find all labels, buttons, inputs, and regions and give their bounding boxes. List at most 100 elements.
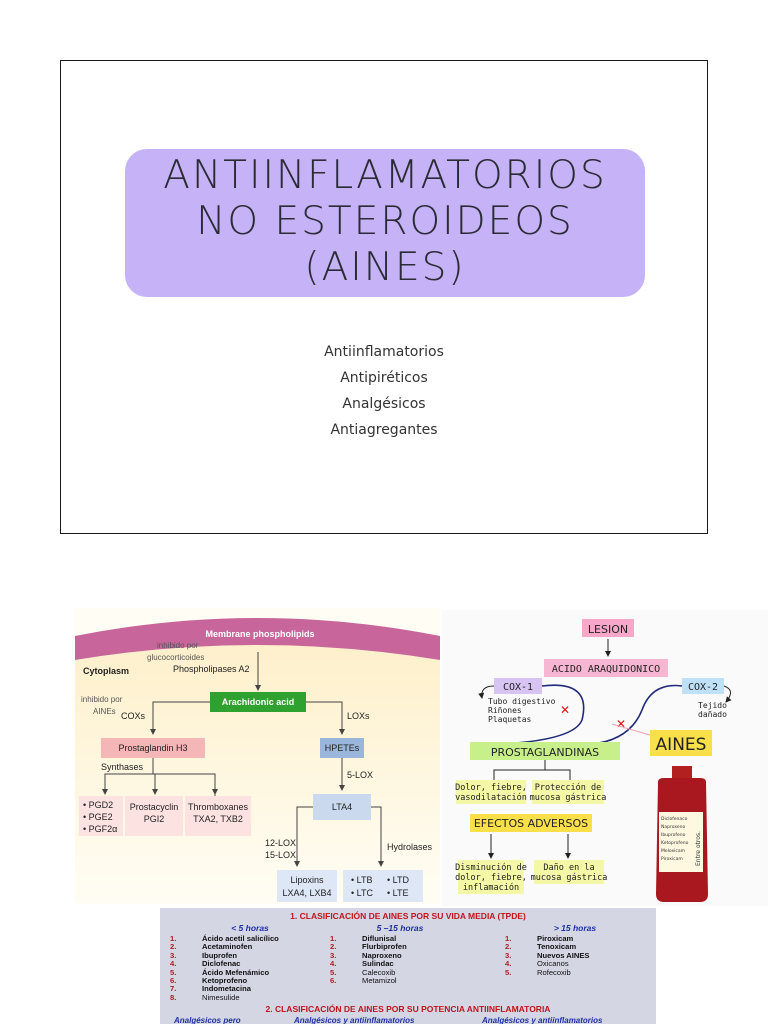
prostaglandinas-highlight [470,742,620,760]
table-row: 1.Piroxicam [505,934,574,943]
notes-diagram: LESION ACIDO ARAQUIDONICO COX-1 Tubo dig… [455,619,732,902]
hydrolases-label: Hydrolases [387,842,433,852]
subtitle-item: Antiinflamatorios [324,344,444,360]
bottle-item: Ibuprofeno [661,832,686,838]
disminucion-label-1: Disminución de [455,862,527,873]
inhib-gluco-label-2: glucocorticoides [147,653,204,662]
inhib-aines-label-2: AINEs [93,707,116,716]
table-row: 2.Tenoxicam [505,942,577,952]
table-row: 5.Calecoxib [330,967,396,977]
lesion-highlight [582,619,634,637]
hpetes-box [320,738,364,758]
arachidonic-pathway-figure: Membrane phospholipids inhibido por gluc… [75,608,440,904]
table-heading-1: 1. CLASIFICACIÓN DE AINES POR SU VIDA ME… [290,911,526,921]
cox2-label: COX-2 [688,682,718,693]
table-heading-2: 2. CLASIFICACIÓN DE AINES POR SU POTENCI… [265,1004,551,1014]
title-card: ANTIINFLAMATORIOS NO ESTEROIDEOS (AINES)… [60,60,708,534]
pge2-label: • PGE2 [83,812,113,822]
efectos-label: EFECTOS ADVERSOS [474,817,588,830]
inhib-aines-label-1: inhibido por [81,695,123,704]
table-row: 5.Ácido Mefenámico [170,967,270,977]
lta4-box [313,794,371,820]
cox2-item: dañado [698,710,727,719]
dolor-label-2: vasodilatación [455,792,527,803]
subtitle-list: Antiinflamatorios Antipiréticos Analgési… [61,339,707,443]
proteccion-label-2: mucosa gástrica [530,793,607,803]
loxs-label: LOXs [347,711,370,721]
proteccion-highlight [532,780,604,804]
txa-label: TXA2, TXB2 [193,814,243,824]
membrane-label: Membrane phospholipids [205,629,314,639]
half-life-column-short: < 5 horas 1.Ácido acetil salicílico 2.Ac… [170,923,330,1002]
arachidonic-acid-box [210,692,306,712]
proteccion-label-1: Protección de [535,782,602,793]
lox15-label: 15-LOX [265,850,296,860]
entre-otros-label: Entre otros. [695,831,702,866]
table-row: 4.Sulindac [330,959,394,969]
table-row: 7.Indometacina [170,984,251,994]
column-header: > 15 horas [553,923,597,933]
half-life-column-long: > 15 horas 1.Piroxicam 2.Tenoxicam 3.Nue… [505,923,645,977]
bottle-item: Meloxicam [661,848,685,854]
dano-highlight [534,860,604,884]
thromboxanes-box [185,796,251,836]
disminucion-label-2: dolor, fiebre, [455,873,527,883]
lipoxins-label: Lipoxins [290,875,324,885]
pgd2-label: • PGD2 [83,800,113,810]
pgi2-label: PGI2 [144,814,165,824]
potency-subheader: Analgésicos y antiinflamatorios [482,1016,603,1024]
cox1-item: Riñones [488,706,522,715]
membrane-band [75,618,440,660]
table-row: 1.Diflunisal [330,934,397,943]
coxs-label: COXs [121,711,146,721]
ltb-label: • LTB [351,875,373,885]
cox2-item: Tejido [698,701,727,710]
table-row: 3.Naproxeno [330,950,402,960]
potency-subheader: Analgésicos y antiinflamatorios [294,1016,415,1024]
acido-highlight [544,659,668,677]
lesion-label: LESION [588,623,628,636]
cox1-item: Tubo digestivo [488,697,556,706]
table-row: 3.Ibuprofen [170,950,238,960]
prostacyclin-label: Prostacyclin [130,802,179,812]
pathway-diagram: Membrane phospholipids inhibido por gluc… [75,618,440,904]
acido-label: ACIDO ARAQUIDONICO [552,664,660,675]
subtitle-item: Analgésicos [342,396,426,412]
title-line-1: ANTIINFLAMATORIOS [163,153,607,198]
arachidonic-acid-label: Arachidonic acid [222,697,295,707]
leukotrienes-box [343,870,423,902]
lox12-label: 12-LOX [265,838,296,848]
column-header: < 5 horas [231,923,269,933]
prostaglandin-h3-box [101,738,205,758]
table-row: 4.Oxicanos [505,959,569,969]
dolor-label-1: Dolor, fiebre, [455,783,527,793]
title-banner: ANTIINFLAMATORIOS NO ESTEROIDEOS (AINES) [125,149,645,297]
pill-bottle-icon [656,766,708,902]
phospholipase-label: Phospholipases A2 [173,664,250,674]
disminucion-label-3: inflamación [463,882,519,893]
classification-table: 1. CLASIFICACIÓN DE AINES POR SU VIDA ME… [160,908,656,1024]
thromboxanes-label: Thromboxanes [188,802,249,812]
ltd-label: • LTD [387,875,409,885]
lte-label: • LTE [387,888,409,898]
efectos-highlight [470,814,592,832]
potency-subheader: Analgésicos pero [174,1016,241,1024]
ltc-label: • LTC [351,888,373,898]
table-row: 1.Ácido acetil salicílico [170,934,279,943]
cox2-block-mark: ✕ [616,717,626,731]
bottle-item: Piroxicam [661,856,683,862]
table-row: 2.Flurbiprofen [330,942,407,952]
cox1-block-mark: ✕ [560,703,570,717]
table-row: 3.Nuevos AINES [505,950,590,960]
aines-highlight [650,730,712,756]
five-lox-label: 5-LOX [347,770,373,780]
prostaglandin-h3-label: Prostaglandin H3 [118,743,187,753]
dolor-highlight [456,780,526,804]
dano-label-2: mucosa gástrica [531,873,608,883]
table-row: 6.Ketoprofeno [170,976,248,986]
bottle-item: Naproxeno [661,824,685,830]
lta4-label: LTA4 [332,802,352,812]
title-line-2: NO ESTEROIDEOS [196,199,574,244]
aines-label: AINES [656,735,707,755]
title-line-3: (AINES) [304,245,466,290]
